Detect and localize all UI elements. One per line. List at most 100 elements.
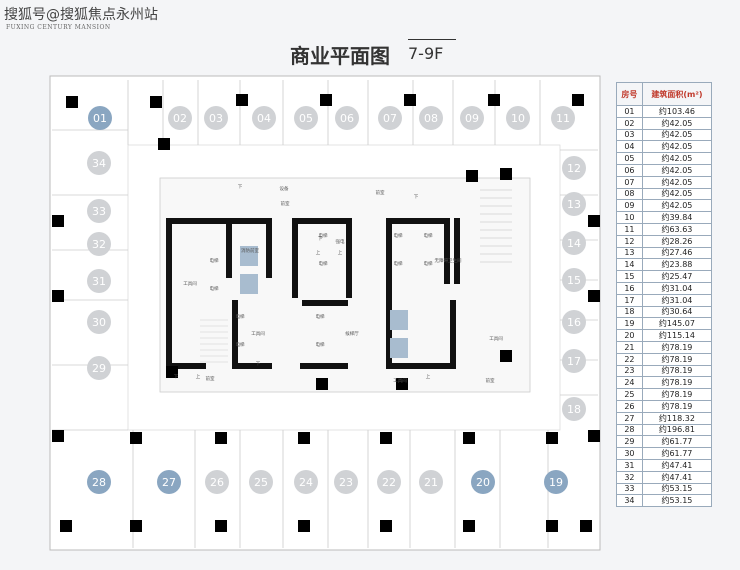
core-wall [232, 300, 238, 368]
unit-bubble [562, 156, 586, 180]
room-number: 13 [616, 246, 643, 260]
unit-06: 06 [335, 106, 359, 130]
core-wall [450, 300, 456, 368]
room-area: 约115.14 [641, 329, 713, 342]
column [588, 290, 600, 302]
column [66, 96, 78, 108]
room-area: 约39.84 [641, 211, 713, 224]
room-area: 约42.05 [641, 152, 713, 165]
unit-07: 07 [378, 106, 402, 130]
core-label: 电梯 [236, 341, 245, 348]
core-wall [302, 300, 348, 306]
column [52, 430, 64, 442]
unit-number: 27 [162, 476, 176, 489]
room-number: 17 [616, 293, 643, 307]
unit-number: 06 [340, 112, 354, 125]
core-label: 下 [414, 194, 419, 200]
column [236, 94, 248, 106]
core-zone [159, 177, 531, 393]
room-area: 约78.19 [641, 399, 713, 413]
unit-bubble [471, 470, 495, 494]
page-title: 商业平面图 [290, 44, 390, 68]
column [166, 366, 178, 378]
unit-number: 11 [556, 112, 570, 125]
room-area: 约27.46 [641, 246, 713, 260]
room-number: 26 [616, 399, 643, 413]
room-area: 约47.41 [641, 470, 713, 484]
room-area: 约42.05 [641, 163, 713, 177]
page-subtitle: 7-9F [408, 44, 444, 63]
room-number: 24 [616, 376, 643, 390]
unit-bubble [157, 470, 181, 494]
unit-bubble [168, 106, 192, 130]
room-number: 34 [616, 494, 643, 508]
unit-22: 22 [377, 470, 401, 494]
unit-dividers [52, 80, 598, 548]
room-area: 约42.05 [641, 128, 713, 142]
room-area: 约78.19 [641, 388, 713, 401]
room-area: 约61.77 [641, 435, 713, 449]
core-label: 前室 [376, 189, 385, 196]
unit-number: 33 [92, 205, 106, 218]
unit-03: 03 [204, 106, 228, 130]
column [215, 520, 227, 532]
unit-number: 09 [465, 112, 479, 125]
unit-number: 21 [424, 476, 438, 489]
unit-02: 02 [168, 106, 192, 130]
room-area: 约53.15 [641, 494, 713, 508]
unit-17: 17 [562, 349, 586, 373]
room-area: 约78.19 [641, 352, 713, 366]
core-wall [444, 218, 450, 284]
unit-number: 14 [567, 237, 581, 250]
room-number: 25 [616, 388, 643, 401]
core-label: 电梯 [424, 232, 433, 239]
unit-21: 21 [419, 470, 443, 494]
header-room: 房号 [616, 82, 643, 106]
unit-34: 34 [87, 151, 111, 175]
room-number: 21 [616, 340, 643, 354]
unit-01: 01 [88, 106, 112, 130]
core-wall [232, 363, 272, 369]
core-label: 下 [174, 374, 179, 380]
core-label: 设备 [280, 185, 289, 192]
room-area: 约42.05 [641, 187, 713, 201]
room-number: 09 [616, 199, 643, 213]
watermark: 搜狐号@搜狐焦点永州站 [4, 7, 158, 23]
unit-number: 19 [549, 476, 563, 489]
core-label: 电梯 [319, 260, 328, 267]
unit-number: 30 [92, 316, 106, 329]
room-number: 30 [616, 447, 643, 460]
core-wall [300, 363, 348, 369]
core-wall [232, 218, 270, 224]
header-area: 建筑面积(m²) [641, 82, 713, 106]
core-label: 电梯 [424, 260, 433, 267]
unit-number: 15 [567, 274, 581, 287]
unit-13: 13 [562, 192, 586, 216]
column [130, 520, 142, 532]
room-area: 约30.64 [641, 305, 713, 319]
core-label: 电梯 [210, 285, 219, 292]
unit-15: 15 [562, 268, 586, 292]
unit-11: 11 [551, 106, 575, 130]
unit-bubble [562, 310, 586, 334]
unit-14: 14 [562, 231, 586, 255]
unit-10: 10 [506, 106, 530, 130]
unit-bubble [87, 151, 111, 175]
unit-number: 28 [92, 476, 106, 489]
room-area: 约42.05 [641, 140, 713, 154]
